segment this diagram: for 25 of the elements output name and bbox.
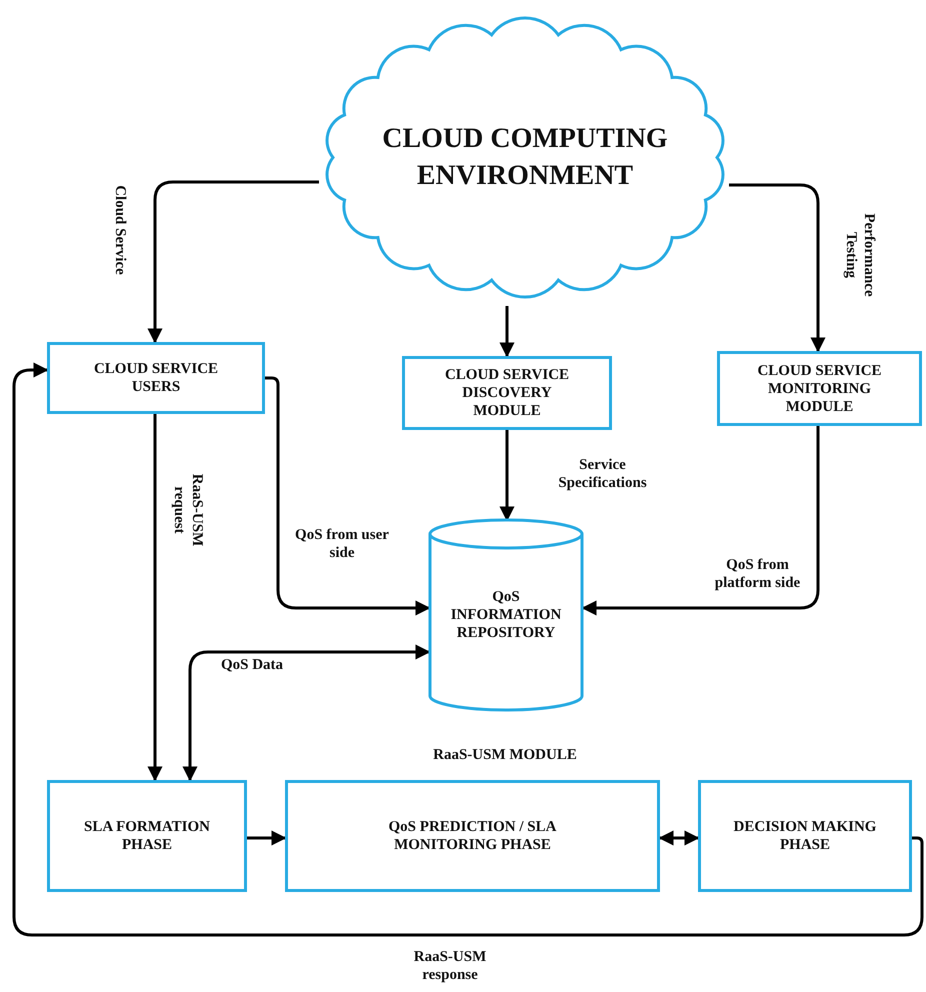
arrow <box>265 376 430 616</box>
node-label: SLA FORMATION PHASE <box>83 818 211 854</box>
phase-box <box>698 780 912 892</box>
arrow <box>247 830 286 846</box>
arrow <box>12 362 924 936</box>
phase-box <box>285 780 660 892</box>
arrow <box>148 414 162 782</box>
node-label: CLOUD SERVICE MONITORING MODULE <box>756 362 883 416</box>
node-label: CLOUD SERVICE DISCOVERY MODULE <box>444 366 570 420</box>
node-label: QoS INFORMATION REPOSITORY <box>450 588 562 642</box>
node-label: QoS PREDICTION / SLA MONITORING PHASE <box>388 818 558 854</box>
arrow <box>500 306 514 358</box>
process-box <box>717 351 922 426</box>
arrow <box>729 184 826 352</box>
node-label: CLOUD SERVICE USERS <box>92 360 220 396</box>
process-box <box>47 342 265 414</box>
arrow <box>148 180 319 344</box>
arrow <box>658 830 700 846</box>
phase-box <box>47 780 247 892</box>
node-label: CLOUD COMPUTING ENVIRONMENT <box>381 122 669 192</box>
process-box <box>402 356 612 430</box>
node-label: DECISION MAKING PHASE <box>732 818 878 854</box>
arrow <box>582 426 820 616</box>
arrow <box>500 430 514 522</box>
arrow <box>182 644 430 782</box>
